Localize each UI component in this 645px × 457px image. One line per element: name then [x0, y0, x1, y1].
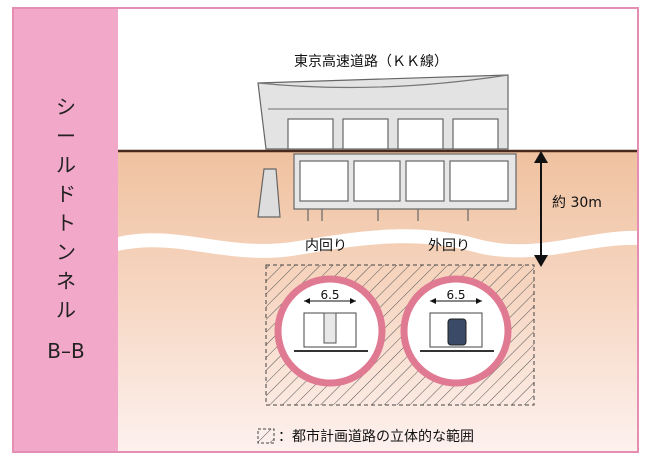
- highway-label: 東京高速道路（ＫＫ線）: [294, 53, 448, 70]
- inner-width-label: 6.5: [320, 288, 339, 302]
- depth-arrow: [534, 151, 548, 267]
- outer-loop-label: 外回り: [428, 238, 470, 254]
- outer-tunnel: [400, 275, 512, 387]
- ground-break: [118, 229, 637, 258]
- sidebar-title-char: シ: [56, 95, 76, 119]
- sidebar-title-char: ド: [56, 182, 76, 206]
- highway-structure: [257, 74, 509, 150]
- basement-structure: [257, 153, 517, 221]
- depth-label: 約 30m: [552, 195, 602, 211]
- cross-section-diagram: 約 30m 東京高速道路（ＫＫ線） 内回り 外回り 6.5 6.5: [118, 53, 637, 451]
- diagram-frame: シールドトンネル B–B: [12, 7, 639, 453]
- section-label: B–B: [47, 339, 85, 363]
- sidebar-title-char: ネ: [56, 269, 76, 293]
- sidebar-panel: シールドトンネル B–B: [14, 9, 118, 451]
- outer-width-label: 6.5: [446, 288, 465, 302]
- sidebar-title: シールドトンネル: [14, 93, 118, 325]
- sidebar-title-char: ル: [56, 153, 76, 177]
- inner-loop-label: 内回り: [305, 238, 347, 254]
- sidebar-title-char: ー: [56, 124, 76, 148]
- sidebar-title-char: ト: [56, 211, 76, 235]
- legend-text: ：都市計画道路の立体的な範囲: [278, 428, 474, 445]
- inner-tunnel: [274, 275, 386, 387]
- legend-swatch: [257, 428, 275, 444]
- sidebar-title-char: ン: [56, 240, 76, 264]
- sidebar-title-char: ル: [56, 298, 76, 322]
